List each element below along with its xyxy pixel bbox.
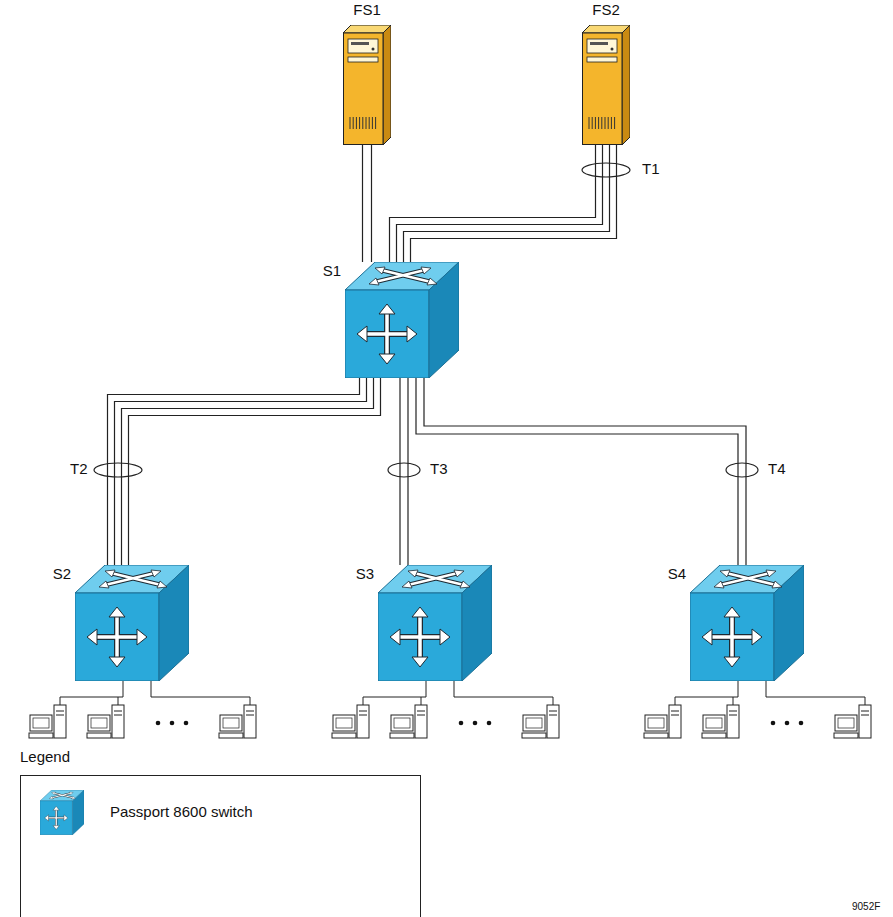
figure-number: 9052F bbox=[852, 898, 880, 916]
switch-name: S2 bbox=[53, 565, 71, 583]
server-name: FS2 bbox=[592, 1, 620, 19]
switch-cube bbox=[378, 565, 492, 681]
switch-icon bbox=[690, 565, 804, 681]
link-line bbox=[129, 378, 381, 565]
switch-cube bbox=[75, 565, 189, 681]
file-server: FS1 bbox=[343, 25, 391, 145]
trunk-label: T4 bbox=[766, 460, 788, 478]
link-line bbox=[362, 145, 363, 262]
switch-node: S3 bbox=[378, 565, 492, 681]
switch-node: S4 bbox=[690, 565, 804, 681]
link-line bbox=[115, 378, 367, 565]
link-line bbox=[390, 145, 596, 262]
link-line bbox=[399, 378, 400, 565]
legend-heading: Legend bbox=[20, 748, 70, 766]
end-stations bbox=[29, 681, 256, 738]
trunk-ring bbox=[726, 463, 758, 477]
link-line bbox=[411, 145, 617, 262]
trunk-connector bbox=[94, 378, 381, 565]
server-icon bbox=[582, 25, 630, 145]
trunk-connector bbox=[388, 378, 420, 565]
server-tower bbox=[582, 25, 630, 145]
legend-switch-sample bbox=[40, 790, 84, 835]
trunk-ring bbox=[94, 463, 142, 477]
switch-name: S4 bbox=[668, 565, 686, 583]
switch-icon bbox=[75, 565, 189, 681]
switch-node: S1 bbox=[345, 262, 459, 378]
switch-name: S1 bbox=[323, 262, 341, 280]
switch-icon bbox=[345, 262, 459, 378]
switch-icon bbox=[378, 565, 492, 681]
switch-cube bbox=[690, 565, 804, 681]
end-stations bbox=[332, 681, 559, 738]
link-line bbox=[416, 378, 738, 565]
trunk-ring bbox=[582, 163, 630, 177]
link-line bbox=[404, 145, 610, 262]
trunk-connector bbox=[363, 145, 372, 262]
link-line bbox=[407, 378, 408, 565]
switch-node: S2 bbox=[75, 565, 189, 681]
trunk-connector bbox=[416, 378, 758, 565]
link-line bbox=[371, 145, 372, 262]
legend-text: Passport 8600 switch bbox=[110, 803, 253, 821]
trunk-connector bbox=[390, 145, 631, 262]
link-line bbox=[108, 378, 360, 565]
legend-box bbox=[21, 776, 421, 917]
switch-cube bbox=[345, 262, 459, 378]
server-icon bbox=[343, 25, 391, 145]
trunk-ring bbox=[388, 463, 420, 477]
trunk-label: T1 bbox=[640, 160, 662, 178]
trunk-label: T3 bbox=[428, 460, 450, 478]
link-line bbox=[397, 145, 603, 262]
trunk-label: T2 bbox=[68, 460, 90, 478]
link-line bbox=[424, 378, 746, 565]
link-line bbox=[122, 378, 374, 565]
switch-name: S3 bbox=[356, 565, 374, 583]
file-server: FS2 bbox=[582, 25, 630, 145]
server-name: FS1 bbox=[353, 1, 381, 19]
server-tower bbox=[343, 25, 391, 145]
switch-cube bbox=[40, 790, 84, 835]
end-stations bbox=[644, 681, 871, 738]
